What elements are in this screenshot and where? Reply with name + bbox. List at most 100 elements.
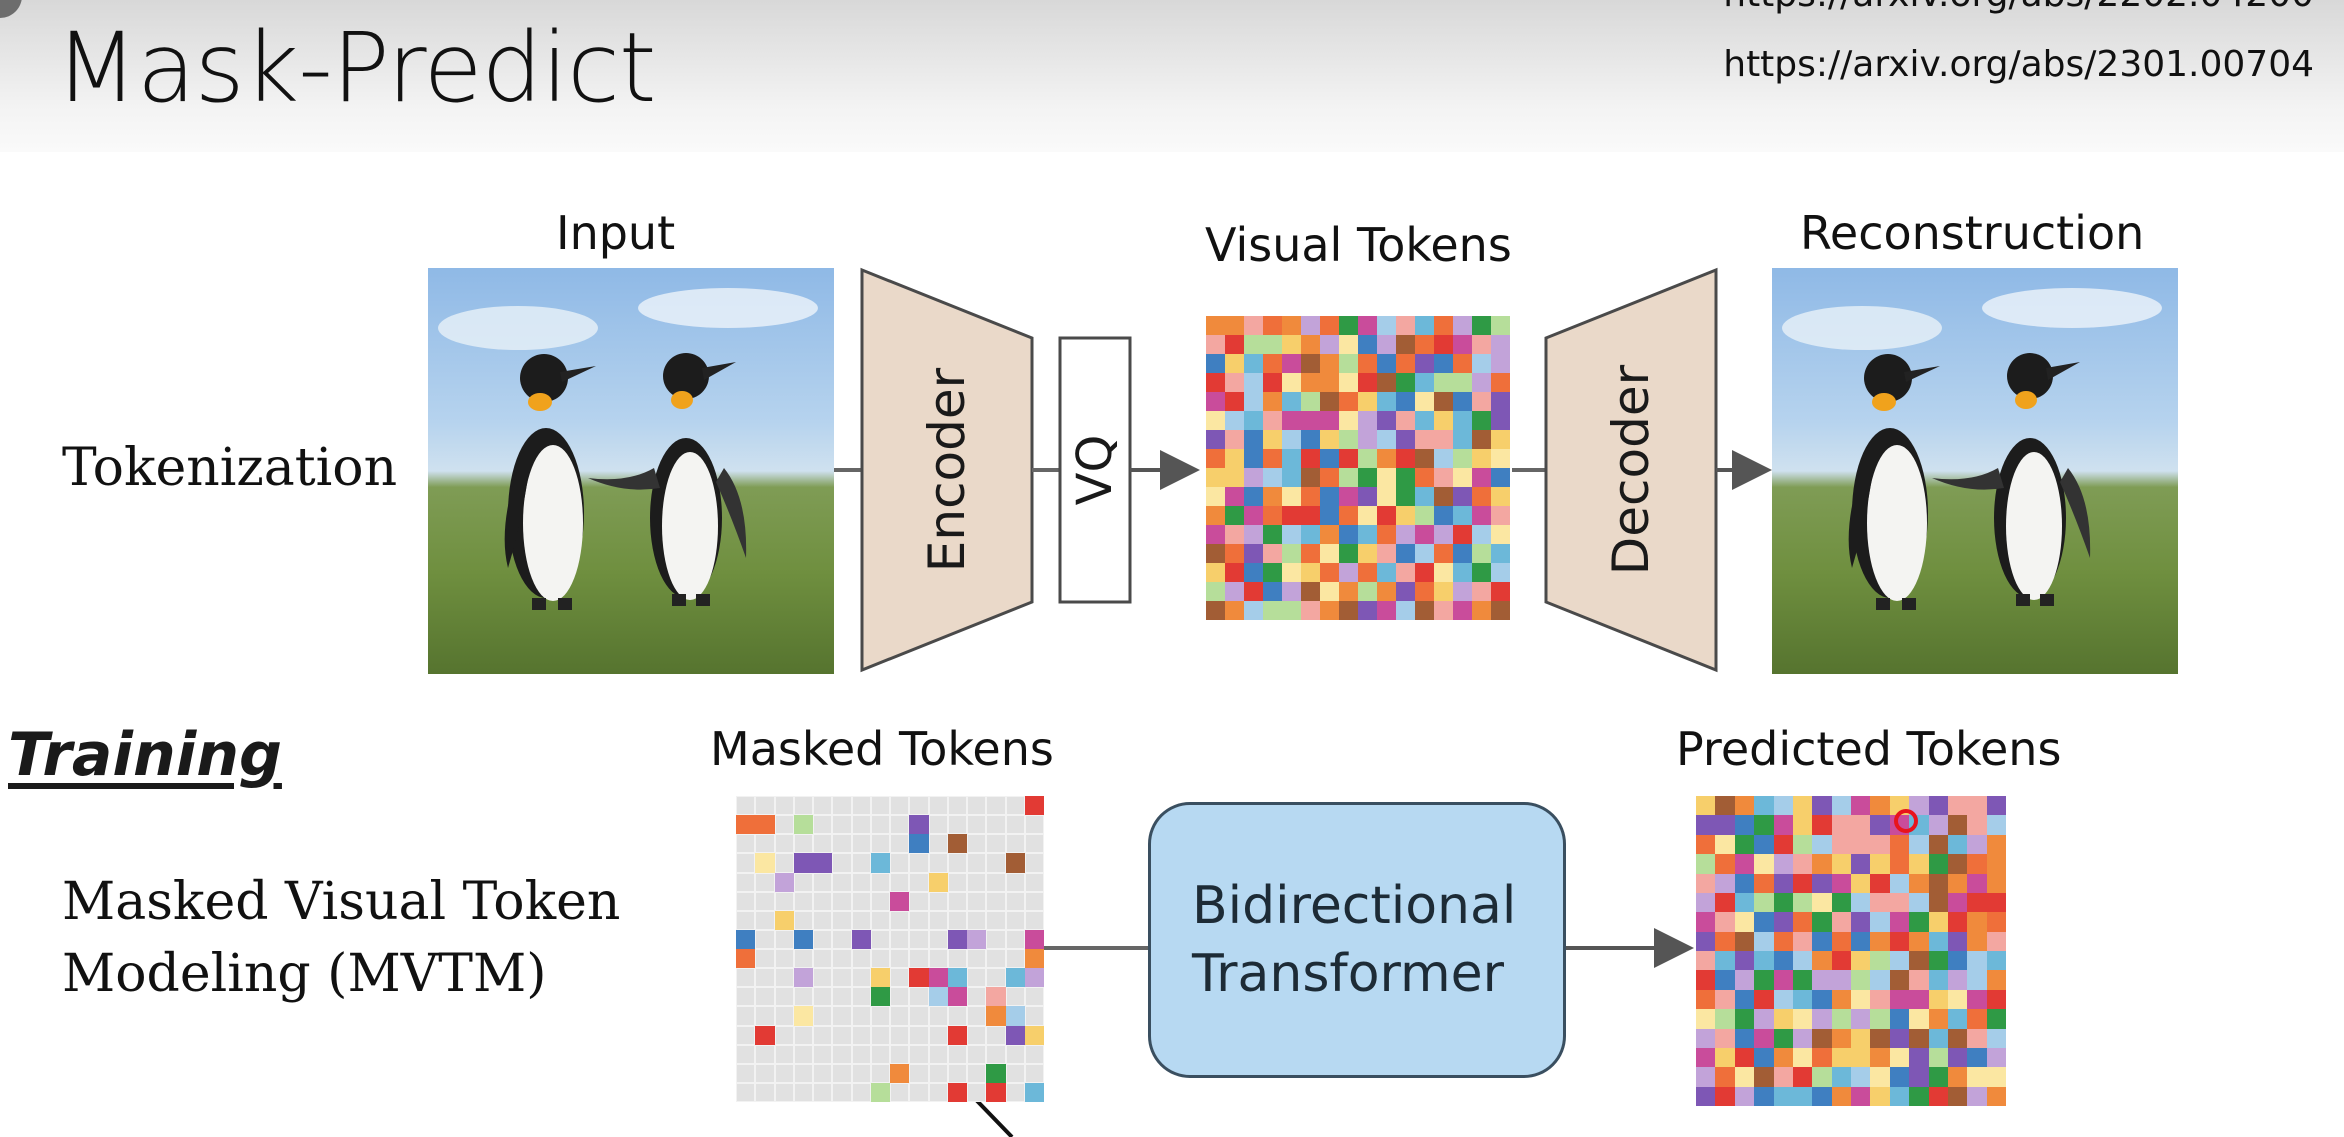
token-cell [1870,796,1890,816]
token-cell [1715,1067,1735,1087]
token-cell [1377,525,1396,544]
token-cell [1415,449,1434,468]
token-cell [947,815,967,835]
token-cell [1928,1067,1948,1087]
token-cell [909,815,929,835]
token-cell [1870,912,1890,932]
token-cell [1734,970,1755,990]
token-cell [1889,892,1910,913]
token-cell [1754,892,1774,913]
token-cell [1453,373,1472,392]
token-cell [1415,544,1434,563]
token-cell [793,891,813,911]
token-cell [1812,989,1832,1010]
token-cell [1792,989,1813,1010]
token-cell [1928,796,1948,816]
token-cell [1870,1086,1890,1106]
token-cell [1320,525,1339,544]
token-cell [1472,468,1491,487]
token-cell [1024,796,1044,816]
token-cell [1491,468,1510,487]
token-cell [1396,563,1415,582]
token-cell [1282,487,1301,506]
token-cell [967,968,987,988]
token-cell [909,1006,929,1026]
token-cell [1005,929,1025,949]
token-cell [813,910,833,930]
token-cell [890,796,910,816]
token-cell [755,834,775,854]
token-cell [1472,392,1491,411]
token-cell [1225,506,1244,525]
token-cell [1225,544,1244,563]
slide-title: Mask-Predict [55,12,657,124]
token-cell [1320,316,1339,335]
token-cell [1320,392,1339,411]
token-cell [1754,970,1774,990]
token-cell [1377,449,1396,468]
token-cell [1947,854,1968,874]
token-cell [755,1044,775,1064]
token-cell [1396,392,1415,411]
token-cell [1358,525,1377,544]
token-cell [1909,989,1929,1010]
token-cell [1792,873,1813,893]
token-cell [1967,951,1987,971]
token-cell [1967,834,1987,855]
token-cell [1947,1067,1968,1087]
token-cell [870,910,890,930]
token-cell [947,1006,967,1026]
token-cell [1472,354,1491,373]
token-cell [870,796,890,816]
token-cell [986,872,1006,892]
paper-link-1[interactable]: https://arxiv.org/abs/2202.04200 [1723,0,2314,15]
token-cell [1947,1086,1968,1106]
token-cell [851,1044,871,1064]
token-cell [1472,316,1491,335]
token-cell [1206,373,1225,392]
token-cell [813,1063,833,1083]
token-cell [1377,316,1396,335]
token-cell [1434,449,1453,468]
token-cell [947,1044,967,1064]
token-cell [1024,872,1044,892]
token-cell [1734,815,1755,835]
token-cell [1812,1028,1832,1048]
token-cell [1491,525,1510,544]
token-cell [1754,931,1774,951]
token-cell [870,1025,890,1045]
token-cell [1320,335,1339,354]
token-cell [928,872,948,892]
token-cell [986,929,1006,949]
token-cell [1206,335,1225,354]
token-cell [870,853,890,873]
token-cell [1928,989,1948,1010]
token-cell [1812,1047,1832,1068]
token-cell [1715,815,1735,835]
token-cell [1282,335,1301,354]
token-cell [986,796,1006,816]
token-cell [1831,970,1851,990]
token-cell [1244,487,1263,506]
token-cell [1225,449,1244,468]
token-cell [813,1044,833,1064]
token-cell [1909,951,1929,971]
token-cell [1244,449,1263,468]
token-cell [813,987,833,1007]
token-cell [832,1044,852,1064]
paper-link-2[interactable]: https://arxiv.org/abs/2301.00704 [1723,44,2314,85]
token-cell [1453,354,1472,373]
token-cell [1851,989,1871,1010]
token-cell [774,1025,794,1045]
token-cell [1415,392,1434,411]
token-cell [1734,854,1755,874]
token-cell [1358,430,1377,449]
token-cell [1812,912,1832,932]
token-cell [1024,1025,1044,1045]
token-cell [890,910,910,930]
token-cell [851,1025,871,1045]
token-cell [1005,987,1025,1007]
mvtm-label-line2: Modeling (MVTM) [62,944,547,1004]
token-cell [1301,335,1320,354]
token-cell [851,815,871,835]
